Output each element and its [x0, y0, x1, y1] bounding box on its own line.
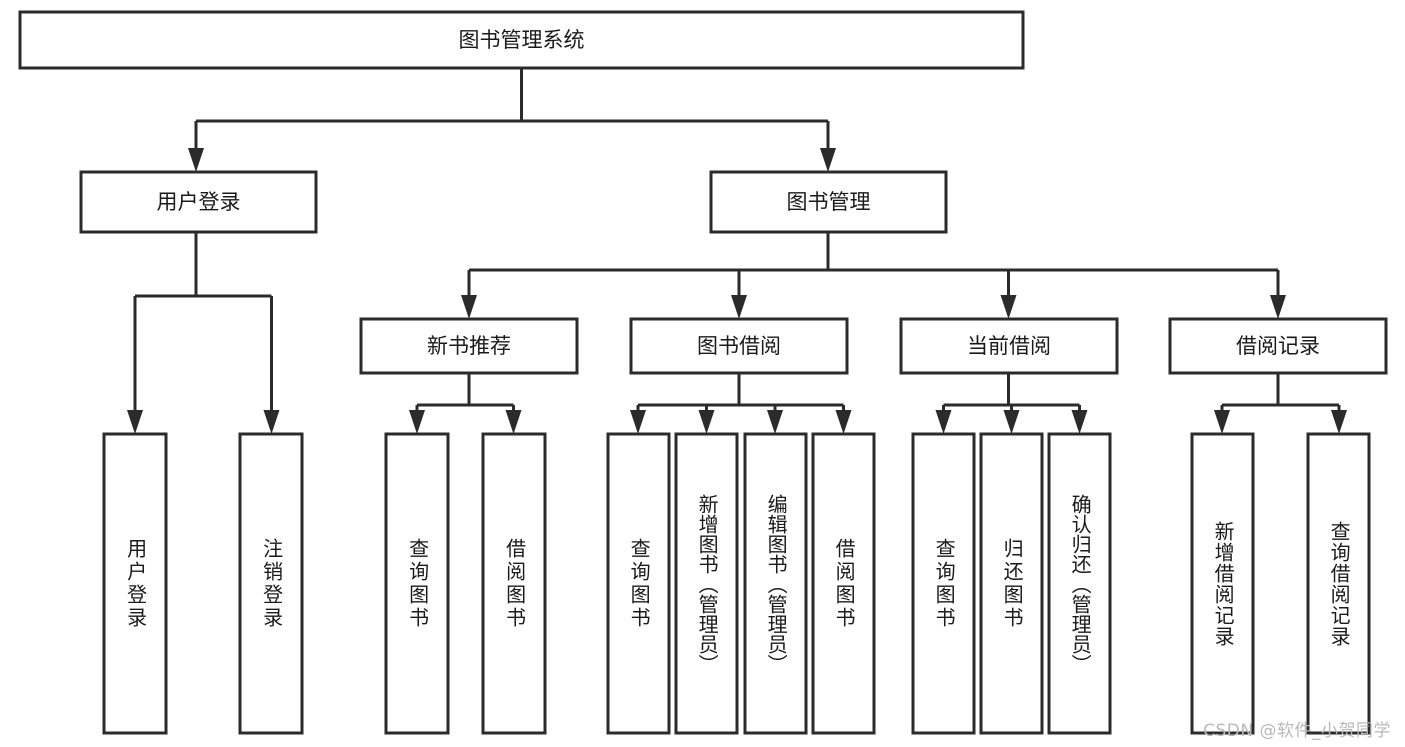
arrow-head-leaf-logout-login — [263, 410, 280, 434]
node-box-book-borrow[interactable] — [629, 317, 849, 375]
arrow-head-leaf-return-book — [1003, 410, 1020, 434]
node-box-leaf-return-book[interactable] — [979, 432, 1044, 735]
node-box-leaf-query-book-3[interactable] — [911, 432, 976, 735]
arrow-head-leaf-query-record — [1331, 410, 1347, 434]
node-box-root[interactable] — [18, 10, 1025, 70]
node-label-book-borrow: 图书借阅 — [697, 334, 781, 358]
arrow-head-book-manage — [820, 148, 836, 172]
node-box-leaf-query-book-2[interactable] — [606, 432, 671, 735]
arrow-head-user-login — [188, 148, 204, 172]
node-box-leaf-query-record[interactable] — [1306, 432, 1371, 735]
arrow-head-leaf-add-record — [1214, 410, 1230, 434]
arrow-head-leaf-borrow-book-2 — [835, 410, 852, 434]
node-box-borrow-record[interactable] — [1168, 317, 1388, 375]
node-box-leaf-edit-book[interactable] — [743, 432, 808, 735]
node-box-leaf-user-login[interactable] — [102, 432, 168, 735]
connectors-group — [127, 68, 1347, 434]
arrow-head-leaf-user-login — [127, 410, 143, 434]
node-box-leaf-borrow-book-1[interactable] — [481, 432, 547, 735]
node-box-current-borrow[interactable] — [899, 317, 1119, 375]
arrow-head-current-borrow — [1000, 295, 1017, 319]
node-label-book-manage: 图书管理 — [787, 190, 871, 214]
node-box-leaf-confirm-return[interactable] — [1047, 432, 1112, 735]
watermark-text: CSDN @软件_小贺同学 — [1203, 721, 1391, 741]
node-box-leaf-add-book[interactable] — [674, 432, 739, 735]
node-label-root: 图书管理系统 — [459, 28, 585, 52]
node-label-borrow-record: 借阅记录 — [1236, 334, 1320, 358]
node-box-leaf-logout-login[interactable] — [238, 432, 304, 735]
node-box-user-login[interactable] — [79, 170, 318, 234]
node-box-new-book-recommend[interactable] — [359, 317, 579, 375]
arrow-head-leaf-borrow-book-1 — [505, 410, 522, 434]
arrow-head-leaf-edit-book — [767, 410, 783, 434]
arrow-head-leaf-query-book-2 — [630, 410, 646, 434]
node-label-user-login: 用户登录 — [157, 190, 241, 214]
arrow-head-leaf-query-book-3 — [935, 410, 952, 434]
node-box-book-manage[interactable] — [709, 170, 948, 234]
node-box-leaf-query-book-1[interactable] — [384, 432, 450, 735]
arrow-head-leaf-add-book — [698, 410, 715, 434]
boxes-group: 图书管理系统 用户登录 图书管理 新书推荐 图书借阅 当前借阅 借阅记录 — [18, 10, 1388, 735]
node-label-new-book-recommend: 新书推荐 — [427, 334, 511, 358]
arrow-head-leaf-confirm-return — [1071, 410, 1088, 434]
arrow-head-borrow-record — [1270, 295, 1286, 319]
arrow-head-book-borrow — [731, 295, 747, 319]
arrow-head-leaf-query-book-1 — [409, 410, 425, 434]
arrow-head-new-book-recommend — [461, 295, 477, 319]
node-box-leaf-borrow-book-2[interactable] — [811, 432, 876, 735]
node-label-current-borrow: 当前借阅 — [967, 334, 1051, 358]
node-box-leaf-add-record[interactable] — [1190, 432, 1255, 735]
